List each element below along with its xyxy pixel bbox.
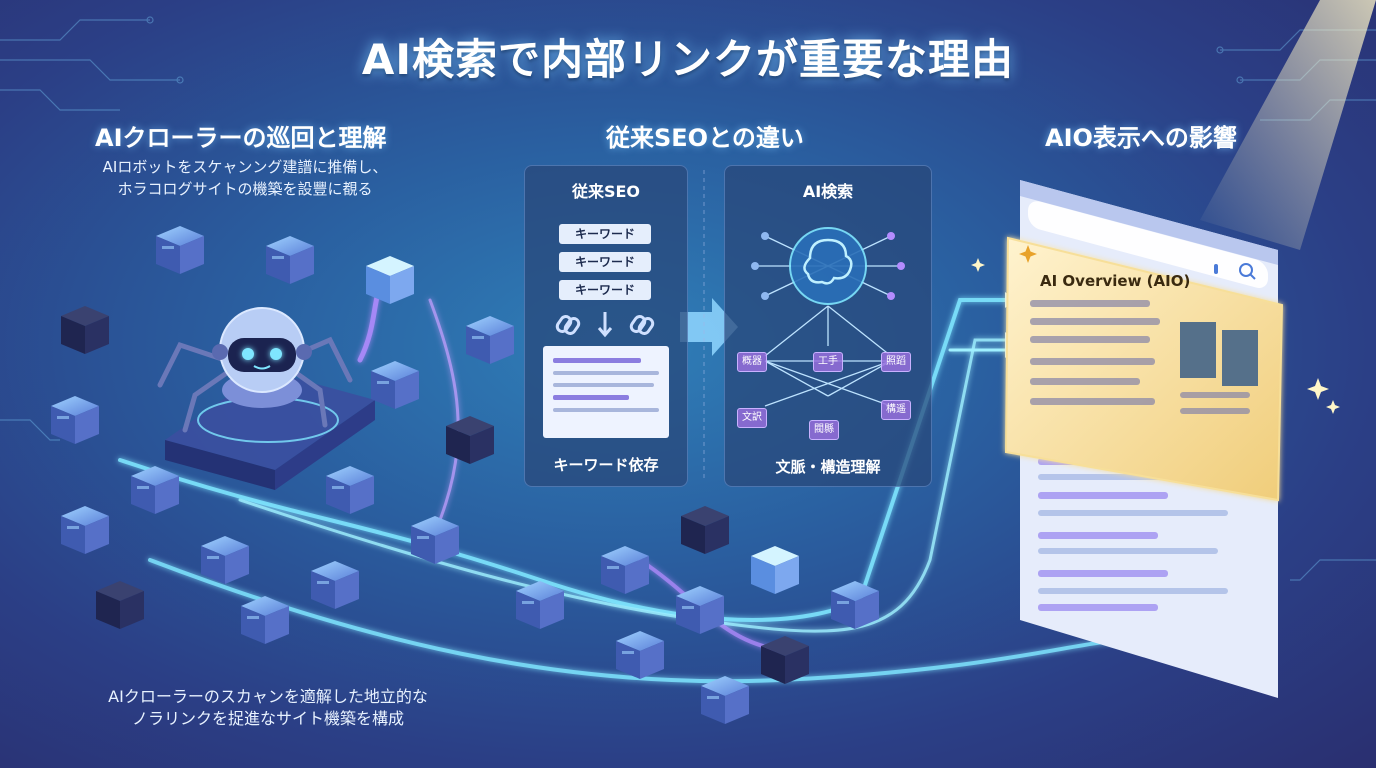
page-title: AI検索で内部リンクが重要な理由 bbox=[361, 35, 1015, 84]
crawler-desc-line1: AIロボットをスケャンング建譜に推備し、 bbox=[102, 158, 388, 176]
concept-node-2: 工手 bbox=[813, 352, 843, 372]
spotlight-beam bbox=[1200, 0, 1376, 250]
traditional-seo-title: 従来SEO bbox=[571, 182, 641, 201]
microphone-icon bbox=[1214, 264, 1218, 274]
crawler-bottom-caption: AIクローラーのスカャンを適解した地立的な ノラリンクを捉進なサイト機築を構成 bbox=[68, 686, 468, 730]
bottom-caption-line1: AIクローラーのスカャンを適解した地立的な bbox=[108, 687, 428, 706]
search-icon bbox=[1239, 263, 1253, 277]
ai-crawler-robot bbox=[157, 307, 353, 433]
traditional-seo-panel: 従来SEO キーワード キーワード キーワード キーワード依存 bbox=[524, 165, 688, 487]
comparison-section-title: 従来SEOとの違い bbox=[606, 124, 804, 152]
aio-section-title: AIO表示への影響 bbox=[1045, 124, 1237, 152]
document-card bbox=[543, 346, 669, 438]
sparkle-icon bbox=[1019, 245, 1037, 263]
search-bar-icons bbox=[1214, 263, 1256, 280]
bottom-caption-line2: ノラリンクを捉進なサイト機築を構成 bbox=[131, 709, 404, 728]
crawler-section-title: AIクローラーの巡回と理解 bbox=[95, 124, 387, 152]
keyword-box-3: キーワード bbox=[559, 280, 651, 300]
aio-card-label: AI Overview (AIO) bbox=[1040, 272, 1191, 290]
keyword-box-2: キーワード bbox=[559, 252, 651, 272]
comparison-arrow bbox=[680, 298, 738, 356]
concept-node-4: 構遥 bbox=[881, 400, 911, 420]
ai-search-panel: AI検索 概器 工手 照蹈 構遥 文訳 閥縣 文脈・構造理解 bbox=[724, 165, 932, 487]
concept-node-3: 照蹈 bbox=[881, 352, 911, 372]
concept-node-5: 文訳 bbox=[737, 408, 767, 428]
chain-link-icon bbox=[555, 312, 655, 338]
concept-node-1: 概器 bbox=[737, 352, 767, 372]
sparkles bbox=[971, 258, 1340, 414]
traditional-seo-caption: キーワード依存 bbox=[553, 456, 659, 474]
crawler-desc-line2: ホラコログサイトの機築を設豐に覩る bbox=[117, 180, 373, 198]
crawler-description: AIロボットをスケャンング建譜に推備し、 ホラコログサイトの機築を設豐に覩る bbox=[85, 156, 405, 200]
ai-search-caption: 文脈・構造理解 bbox=[775, 458, 881, 476]
ai-search-title: AI検索 bbox=[802, 182, 854, 201]
ai-network-diagram bbox=[751, 227, 905, 407]
concept-node-6: 閥縣 bbox=[809, 420, 839, 440]
aio-card bbox=[1004, 236, 1284, 502]
keyword-box-1: キーワード bbox=[559, 224, 651, 244]
